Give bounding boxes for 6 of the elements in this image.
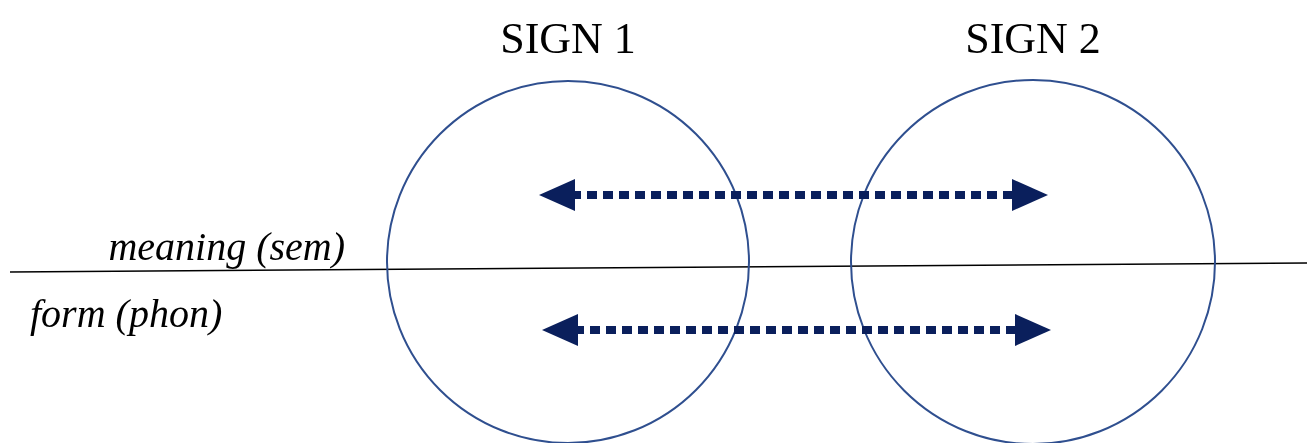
sign-title: SIGN 1 (500, 14, 636, 64)
level-label: form (phon) (30, 291, 223, 337)
double-arrow (542, 314, 1051, 346)
double-arrow (539, 179, 1048, 211)
sign-title: SIGN 2 (965, 14, 1101, 64)
level-label: meaning (sem) (108, 224, 345, 270)
